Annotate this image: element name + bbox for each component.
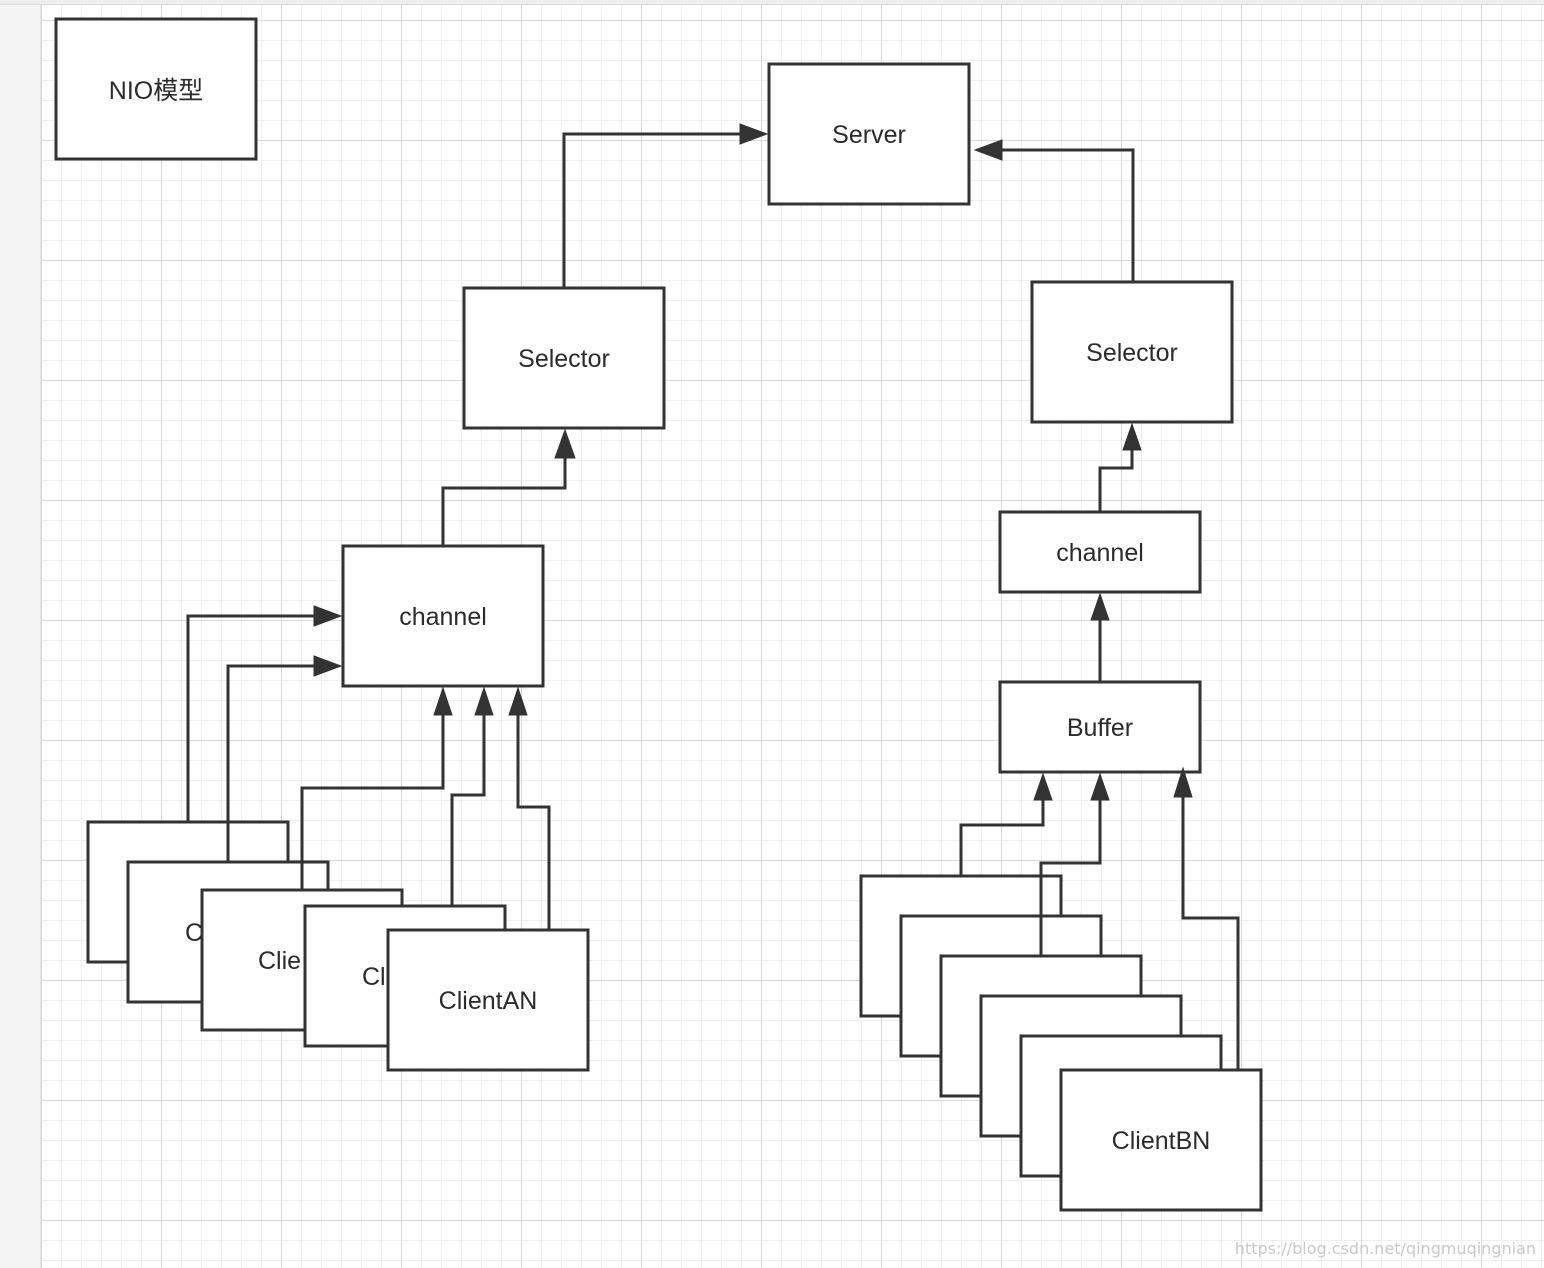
client-a4-to-channel-line[interactable] (450, 713, 486, 906)
title-box[interactable] (54, 17, 258, 161)
selector-left-to-server-line[interactable] (562, 132, 745, 288)
buffer-box[interactable] (998, 680, 1202, 774)
client-bn-label: ClientBN (1112, 1127, 1211, 1155)
channel-right-label: channel (1056, 539, 1144, 567)
arrowhead-channel-right (1090, 592, 1110, 621)
selector-left-box[interactable] (462, 286, 666, 430)
watermark: https://blog.csdn.net/qingmuqingnian (1234, 1239, 1536, 1258)
client-bn-to-buffer-line[interactable] (1181, 796, 1240, 1070)
arrowhead-buffer-bn (1173, 766, 1193, 798)
title-label: NIO模型 (109, 77, 203, 105)
left-ruler (0, 0, 41, 1268)
client-an-to-channel-line[interactable] (516, 713, 551, 930)
arrowhead-buffer-b1 (1033, 772, 1053, 801)
server-label: Server (832, 121, 906, 149)
client-a2-to-channel-line[interactable] (226, 664, 318, 862)
client-a2-label: C (185, 919, 203, 947)
arrowhead-server-right (973, 139, 1003, 161)
client-a3-to-channel-line[interactable] (300, 713, 445, 890)
client-a4-label: Cl (362, 963, 386, 991)
arrowhead-channel-left-a1 (313, 605, 343, 627)
arrowhead-channel-left-a4 (474, 686, 494, 716)
server-box[interactable] (767, 62, 971, 206)
channel-left-label: channel (399, 603, 487, 631)
client-a3-label: Clie (258, 947, 301, 975)
channel-left-to-selector-line[interactable] (441, 456, 567, 546)
client-a1-to-channel-line[interactable] (186, 614, 318, 822)
arrowhead-server-left (739, 123, 769, 145)
arrowhead-selector-left (554, 428, 576, 459)
selector-right-to-server-line[interactable] (1000, 148, 1135, 282)
arrowhead-buffer-b3 (1090, 772, 1110, 801)
arrowhead-selector-right (1122, 422, 1142, 451)
selector-right-label: Selector (1086, 339, 1178, 367)
selector-left-label: Selector (518, 345, 610, 373)
grid-canvas (41, 5, 1544, 1268)
channel-left-box[interactable] (341, 544, 545, 688)
arrowhead-channel-left-a3 (433, 686, 453, 716)
client-an-label: ClientAN (439, 987, 538, 1015)
arrowhead-channel-left-a2 (313, 655, 343, 677)
arrowhead-channel-left-an (508, 686, 528, 716)
top-ruler (0, 0, 1544, 5)
client-b1-to-buffer-line[interactable] (959, 799, 1045, 876)
channel-right-box[interactable] (998, 510, 1202, 594)
channel-right-to-selector-line[interactable] (1098, 449, 1134, 512)
client-bn-box[interactable] (1059, 1068, 1263, 1212)
client-an-box[interactable] (386, 928, 590, 1072)
client-b3-to-buffer-line[interactable] (1039, 799, 1102, 956)
buffer-label: Buffer (1067, 714, 1133, 742)
selector-right-box[interactable] (1030, 280, 1234, 424)
